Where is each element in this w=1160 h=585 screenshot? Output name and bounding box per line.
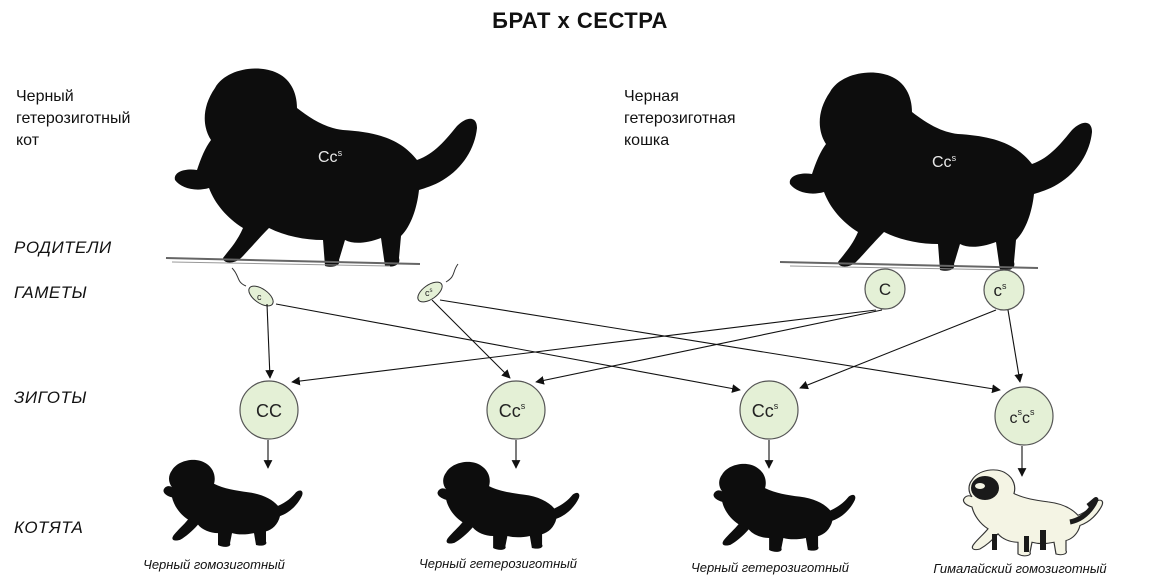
female-parent-cat: [779, 72, 1092, 271]
svg-text:C: C: [879, 280, 891, 299]
zygote-4: cscs: [994, 386, 1054, 446]
zygote-3: Ccs: [739, 380, 799, 440]
cross-arrows: [263, 299, 1027, 477]
kitten-3: [713, 463, 856, 552]
kitten-label-3: Черный гетерозиготный: [690, 560, 850, 575]
female-genotype: Ccs: [932, 153, 957, 171]
svg-text:cs: cs: [425, 288, 433, 298]
male-genotype: Ccs: [318, 148, 343, 166]
svg-text:cscs: cscs: [1010, 407, 1036, 427]
svg-text:cs: cs: [994, 281, 1008, 300]
row-label-parents: РОДИТЕЛИ: [14, 238, 112, 257]
zygote-2: Ccs: [486, 380, 546, 440]
male-parent-cat: [165, 68, 477, 267]
kitten-4-himalayan: [962, 469, 1104, 557]
svg-text:Ccs: Ccs: [752, 401, 779, 421]
sperm-gamete-2: cs: [417, 263, 459, 303]
svg-text:c: c: [257, 292, 262, 302]
zygote-1: CC: [239, 380, 299, 440]
row-label-gametes: ГАМЕТЫ: [14, 283, 88, 302]
kitten-2: [437, 461, 580, 550]
sperm-gamete-1: c: [231, 267, 274, 307]
kitten-1: [163, 459, 303, 547]
egg-gamete-C: C: [864, 268, 906, 310]
svg-text:Ccs: Ccs: [499, 401, 526, 421]
diagram-title: БРАТ x СЕСТРА: [492, 8, 668, 33]
kitten-label-1: Черный гомозиготный: [143, 557, 285, 572]
male-parent-label: Черный гетерозиготный кот: [16, 88, 131, 149]
row-label-kittens: КОТЯТА: [14, 518, 84, 537]
egg-gamete-cs: cs: [983, 269, 1025, 311]
row-label-zygotes: ЗИГОТЫ: [14, 388, 87, 407]
kitten-label-2: Черный гетерозиготный: [418, 556, 578, 571]
female-parent-label: Черная гетерозиготная кошка: [624, 88, 736, 149]
svg-text:CC: CC: [256, 401, 282, 421]
kitten-label-4: Гималайский гомозиготный: [933, 561, 1107, 576]
